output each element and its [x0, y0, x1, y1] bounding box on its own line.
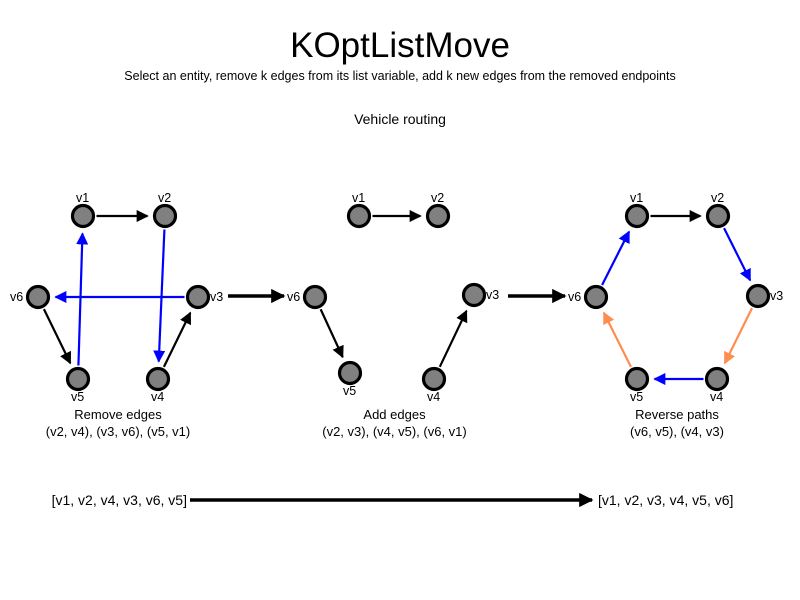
node-label-v3: v3: [486, 288, 499, 302]
panel-reverse-node-v5[interactable]: v5: [624, 366, 650, 405]
node-circle-v5[interactable]: [65, 366, 91, 392]
panel-reverse-node-v4[interactable]: v4: [704, 366, 730, 405]
list-before: [v1, v2, v4, v3, v6, v5]: [52, 492, 187, 508]
node-label-v2: v2: [158, 191, 171, 205]
panel-remove-node-v6[interactable]: v6: [10, 284, 51, 310]
panel-reverse-node-v6[interactable]: v6: [568, 284, 609, 310]
panel-add-node-v2[interactable]: v2: [425, 191, 451, 229]
panel-reverse-caption-line2: (v6, v5), (v4, v3): [630, 424, 724, 439]
panel-reverse-node-v2[interactable]: v2: [705, 191, 731, 229]
node-label-v6: v6: [287, 290, 300, 304]
node-circle-v2[interactable]: [425, 203, 451, 229]
panel-add-edge-v4-v3: [438, 309, 468, 368]
panel-reverse-edge-v3-v4: [723, 307, 754, 365]
node-label-v3: v3: [770, 289, 783, 303]
panel-remove-edge-v6-v5: [42, 308, 72, 365]
panel-add-node-v3[interactable]: v3: [461, 282, 500, 308]
node-circle-v6[interactable]: [583, 284, 609, 310]
node-circle-v6[interactable]: [25, 284, 51, 310]
node-circle-v5[interactable]: [337, 360, 363, 386]
panel-add-edge-v6-v5: [319, 308, 344, 359]
node-circle-v3[interactable]: [185, 284, 211, 310]
node-circle-v1[interactable]: [346, 203, 372, 229]
node-label-v5: v5: [343, 384, 356, 398]
edges-layer: [42, 209, 754, 386]
node-label-v2: v2: [431, 191, 444, 205]
node-label-v6: v6: [10, 290, 23, 304]
captions-layer: Remove edges (v2, v4), (v3, v6), (v5, v1)…: [46, 407, 724, 439]
panel-remove-edge-v5-v1: [76, 232, 89, 366]
node-circle-v5[interactable]: [624, 366, 650, 392]
panel-remove-node-v3[interactable]: v3: [185, 284, 224, 310]
panel-add-caption-line2: (v2, v3), (v4, v5), (v6, v1): [322, 424, 466, 439]
panel-remove-caption-line1: Remove edges: [74, 407, 162, 422]
node-label-v1: v1: [352, 191, 365, 205]
panel-remove-node-v1[interactable]: v1: [70, 191, 96, 229]
panel-remove-edge-v2-v4: [153, 229, 166, 363]
node-circle-v2[interactable]: [705, 203, 731, 229]
node-label-v1: v1: [76, 191, 89, 205]
panel-remove-caption-line2: (v2, v4), (v3, v6), (v5, v1): [46, 424, 190, 439]
section-label: Vehicle routing: [354, 111, 446, 127]
panel-remove-node-v2[interactable]: v2: [152, 191, 178, 229]
node-circle-v6[interactable]: [302, 284, 328, 310]
node-circle-v1[interactable]: [624, 203, 650, 229]
node-label-v4: v4: [710, 390, 723, 404]
footer-layer: [v1, v2, v4, v3, v6, v5] [v1, v2, v3, v4,…: [52, 492, 734, 508]
node-label-v6: v6: [568, 290, 581, 304]
node-label-v3: v3: [210, 290, 223, 304]
node-circle-v4[interactable]: [145, 366, 171, 392]
node-label-v4: v4: [151, 390, 164, 404]
node-circle-v3[interactable]: [461, 282, 487, 308]
panel-add-node-v5[interactable]: v5: [337, 360, 363, 399]
node-label-v5: v5: [71, 390, 84, 404]
list-after: [v1, v2, v3, v4, v5, v6]: [598, 492, 733, 508]
node-circle-v4[interactable]: [704, 366, 730, 392]
page-subtitle: Select an entity, remove k edges from it…: [124, 69, 676, 83]
panel-reverse-edge-v5-v6: [602, 311, 632, 368]
panel-remove-node-v5[interactable]: v5: [65, 366, 91, 405]
page-title: KOptListMove: [290, 26, 510, 65]
node-label-v2: v2: [711, 191, 724, 205]
node-circle-v3[interactable]: [745, 283, 771, 309]
node-label-v4: v4: [427, 390, 440, 404]
panel-add-caption-line1: Add edges: [363, 407, 426, 422]
panel-reverse-node-v1[interactable]: v1: [624, 191, 650, 229]
panel-reverse-edge-v6-v1: [601, 230, 631, 286]
panel-add-node-v6[interactable]: v6: [287, 284, 328, 310]
panel-reverse-edge-v2-v3: [723, 227, 752, 282]
panel-remove-node-v4[interactable]: v4: [145, 366, 171, 405]
panel-add-node-v4[interactable]: v4: [421, 366, 447, 405]
node-label-v5: v5: [630, 390, 643, 404]
node-label-v1: v1: [630, 191, 643, 205]
panel-reverse-node-v3[interactable]: v3: [745, 283, 784, 309]
panel-add-node-v1[interactable]: v1: [346, 191, 372, 229]
panel-reverse-caption-line1: Reverse paths: [635, 407, 719, 422]
nodes-layer: v1 v2 v3 v4 v5 v6 v1 v2 v3 v4 v5 v6 v1 v2 v3 v4 v5 v6: [10, 191, 783, 404]
panel-remove-edge-v4-v3: [162, 311, 192, 368]
node-circle-v4[interactable]: [421, 366, 447, 392]
node-circle-v2[interactable]: [152, 203, 178, 229]
node-circle-v1[interactable]: [70, 203, 96, 229]
